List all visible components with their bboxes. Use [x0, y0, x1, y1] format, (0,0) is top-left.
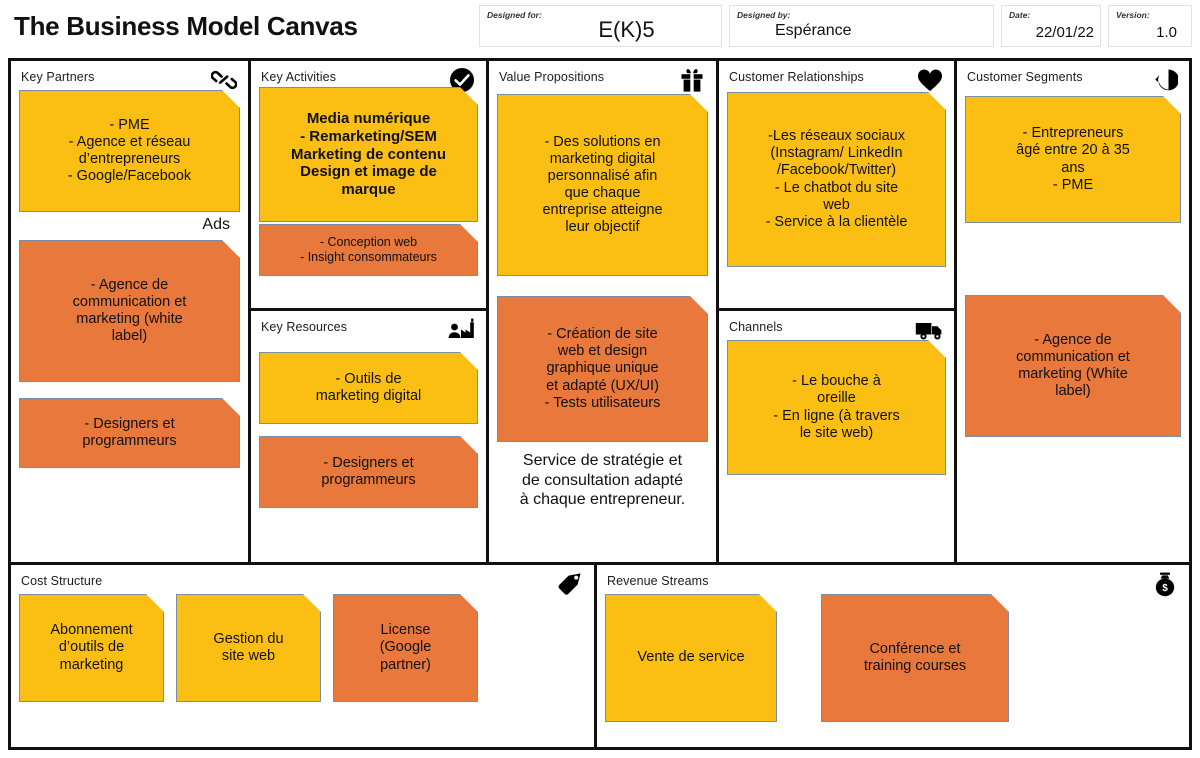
sticky-note[interactable]: Gestion du site web	[176, 594, 321, 702]
sticky-note[interactable]: - Le bouche à oreille - En ligne (à trav…	[727, 340, 946, 475]
key-activities-title: Key Activities	[261, 70, 337, 84]
designed-for-label: Designed for:	[487, 10, 542, 20]
heart-icon	[915, 66, 945, 94]
price-tag-icon	[555, 570, 585, 598]
sticky-note[interactable]: - Entrepreneurs âgé entre 20 à 35 ans - …	[965, 96, 1181, 223]
designed-by-value: Espérance	[775, 22, 852, 39]
sticky-note[interactable]: - Outils de marketing digital	[259, 352, 478, 424]
channels-title: Channels	[729, 320, 783, 334]
money-bag-icon: $	[1150, 570, 1180, 598]
version-value: 1.0	[1156, 24, 1177, 41]
sticky-note[interactable]: - Création de site web et design graphiq…	[497, 296, 708, 442]
canvas-bottom-row: Cost Structure Abonnement d’outils de ma…	[11, 562, 1189, 747]
revenue-streams-notes: Vente de service Conférence et training …	[605, 594, 1181, 722]
block-key-activities[interactable]: Key Activities Media numérique - Remarke…	[251, 61, 486, 311]
chain-link-icon	[209, 66, 239, 94]
cost-structure-notes: Abonnement d’outils de marketing Gestion…	[19, 594, 586, 702]
business-model-canvas-grid: Key Partners - PME - Agence et réseau d’…	[8, 58, 1192, 750]
sticky-note[interactable]: - Designers et programmeurs	[19, 398, 240, 468]
revenue-streams-title: Revenue Streams	[607, 574, 709, 588]
block-channels[interactable]: Channels - Le bouche à oreille - En	[719, 311, 954, 562]
block-key-resources[interactable]: Key Resources - Outils de marketing digi…	[251, 311, 486, 562]
version-label: Version:	[1116, 10, 1150, 20]
block-value-propositions[interactable]: Value Propositions - Des solutions en ma…	[489, 61, 719, 562]
key-partners-title: Key Partners	[21, 70, 95, 84]
designed-by-field[interactable]: Designed by: Espérance	[729, 5, 994, 47]
customer-segments-title: Customer Segments	[967, 70, 1083, 84]
check-circle-icon	[447, 66, 477, 94]
sticky-note[interactable]: License (Google partner)	[333, 594, 478, 702]
key-partners-trailing-text: Ads	[202, 216, 230, 233]
block-customer-relationships[interactable]: Customer Relationships -Les réseaux soci…	[719, 61, 954, 311]
block-key-partners[interactable]: Key Partners - PME - Agence et réseau d’…	[11, 61, 251, 562]
sticky-note[interactable]: - Agence de communication et marketing (…	[965, 295, 1181, 437]
column-activities-resources: Key Activities Media numérique - Remarke…	[251, 61, 489, 562]
sticky-note[interactable]: - Des solutions en marketing digital per…	[497, 94, 708, 276]
sticky-note[interactable]: Conférence et training courses	[821, 594, 1009, 722]
date-value: 22/01/22	[1035, 24, 1094, 41]
sticky-note[interactable]: Abonnement d’outils de marketing	[19, 594, 164, 702]
date-field[interactable]: Date: 22/01/22	[1001, 5, 1101, 47]
canvas-top-row: Key Partners - PME - Agence et réseau d’…	[11, 61, 1189, 562]
designed-by-label: Designed by:	[737, 10, 791, 20]
block-cost-structure[interactable]: Cost Structure Abonnement d’outils de ma…	[11, 565, 597, 747]
key-resources-title: Key Resources	[261, 320, 348, 334]
value-propositions-title: Value Propositions	[499, 70, 605, 84]
sticky-note[interactable]: - Agence de communication et marketing (…	[19, 240, 240, 382]
block-revenue-streams[interactable]: Revenue Streams $ Vente de service Confé…	[597, 565, 1189, 747]
sticky-note[interactable]: Media numérique - Remarketing/SEM Market…	[259, 87, 478, 222]
person-head-icon	[1150, 66, 1180, 94]
truck-icon	[915, 316, 945, 344]
designed-for-field[interactable]: Designed for: E(K)5	[479, 5, 722, 47]
page-title: The Business Model Canvas	[14, 10, 358, 41]
sticky-note[interactable]: -Les réseaux sociaux (Instagram/ LinkedI…	[727, 92, 946, 267]
column-relationships-channels: Customer Relationships -Les réseaux soci…	[719, 61, 957, 562]
sticky-note[interactable]: - Conception web - Insight consommateurs	[259, 224, 478, 276]
version-field[interactable]: Version: 1.0	[1108, 5, 1192, 47]
designed-for-value: E(K)5	[598, 17, 655, 42]
block-customer-segments[interactable]: Customer Segments - Entrepreneurs âgé en…	[957, 61, 1189, 562]
header-fields: Designed for: E(K)5 Designed by: Espéran…	[479, 5, 1192, 47]
svg-text:$: $	[1162, 583, 1168, 594]
canvas-header: The Business Model Canvas Designed for: …	[0, 0, 1200, 52]
sticky-note[interactable]: - Designers et programmeurs	[259, 436, 478, 508]
date-label: Date:	[1009, 10, 1031, 20]
gift-icon	[677, 66, 707, 94]
customer-relationships-title: Customer Relationships	[729, 70, 864, 84]
value-propositions-plain-text: Service de stratégie et de consultation …	[519, 452, 686, 509]
cost-structure-title: Cost Structure	[21, 574, 103, 588]
sticky-note[interactable]: Vente de service	[605, 594, 777, 722]
sticky-note[interactable]: - PME - Agence et réseau d’entrepreneurs…	[19, 90, 240, 212]
worker-factory-icon	[447, 316, 477, 344]
